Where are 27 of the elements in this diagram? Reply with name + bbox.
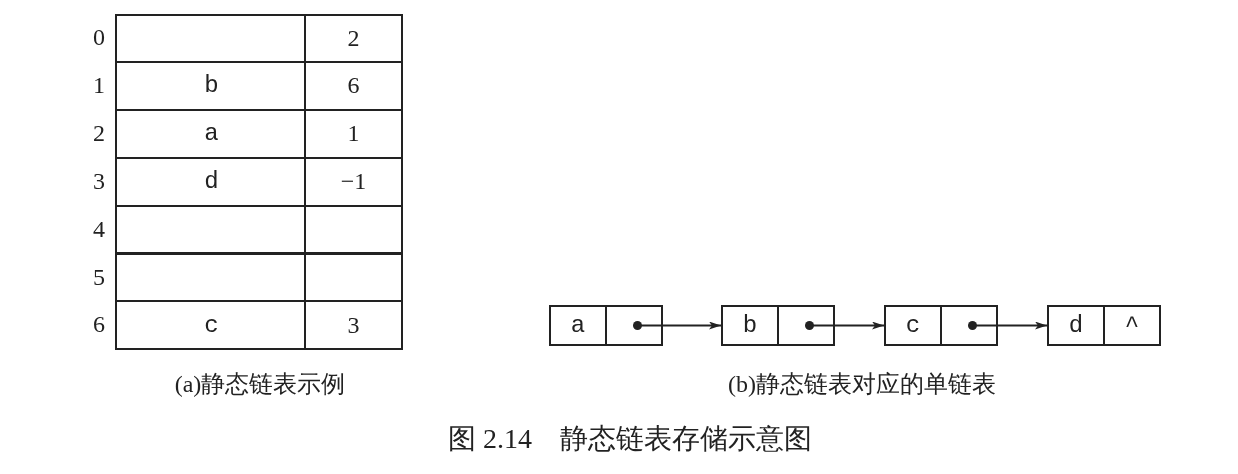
list-node (549, 305, 663, 346)
list-node (1047, 305, 1161, 346)
table-cell: 1 (304, 108, 403, 159)
pointer-arrow (968, 321, 1048, 330)
pointer-arrow (633, 321, 722, 330)
figure-caption: 图 2.14 静态链表存储示意图 (448, 422, 812, 456)
data-field: d (1049, 307, 1105, 344)
figure-caption: (a)静态链表示例 (174, 370, 346, 399)
row-index: 2 (92, 119, 106, 147)
table-cell: 3 (304, 300, 403, 351)
data-field: b (723, 307, 779, 344)
pointer-arrow (805, 321, 885, 330)
data-field: c (886, 307, 942, 344)
table-cell: 2 (304, 14, 403, 64)
row-index: 1 (92, 71, 106, 99)
list-node (721, 305, 835, 346)
data-field: a (551, 307, 607, 344)
table-cell: 6 (304, 60, 403, 111)
row-index: 4 (92, 215, 106, 243)
row-index: 5 (92, 263, 106, 291)
list-node (884, 305, 998, 346)
null-pointer-field: ^ (1105, 307, 1159, 344)
figure-caption: (b)静态链表对应的单链表 (728, 370, 996, 399)
row-index: 0 (92, 24, 106, 51)
table-cell: −1 (304, 156, 403, 207)
row-index: 6 (92, 311, 106, 339)
row-index: 3 (92, 167, 106, 195)
